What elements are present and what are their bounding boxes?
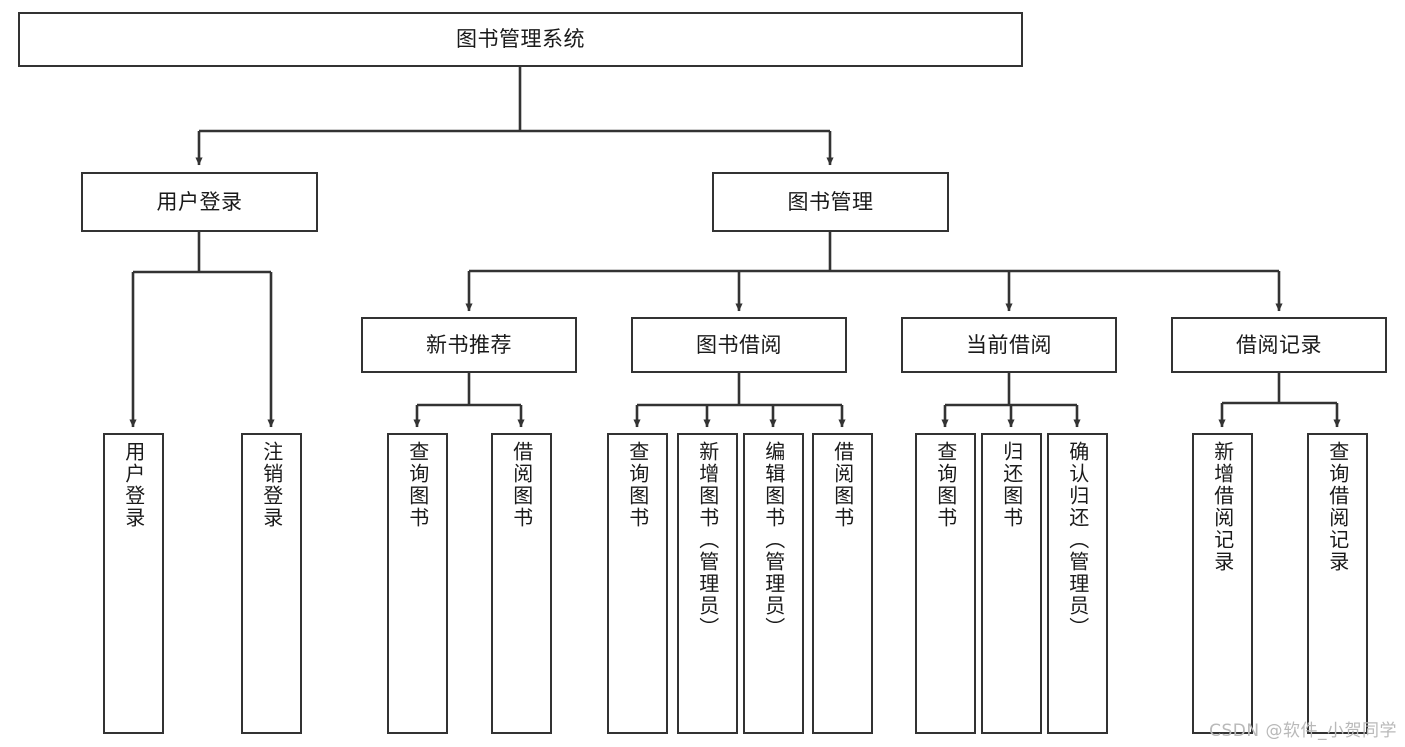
node-leaf-query-book-2[interactable]: 查询图书 xyxy=(607,433,668,734)
node-leaf-query-book-2-label: 查询图书 xyxy=(625,441,650,529)
node-book-manage-label: 图书管理 xyxy=(787,189,874,214)
node-borrow-record[interactable]: 借阅记录 xyxy=(1171,317,1387,373)
node-leaf-query-book-3[interactable]: 查询图书 xyxy=(915,433,976,734)
node-leaf-query-borrow-record[interactable]: 查询借阅记录 xyxy=(1307,433,1368,734)
node-book-borrow-label: 图书借阅 xyxy=(696,332,782,357)
node-leaf-return-book[interactable]: 归还图书 xyxy=(981,433,1042,734)
node-leaf-add-book[interactable]: 新增图书（管理员） xyxy=(677,433,738,734)
node-book-manage[interactable]: 图书管理 xyxy=(712,172,949,232)
node-current-borrow[interactable]: 当前借阅 xyxy=(901,317,1117,373)
node-leaf-add-borrow-record[interactable]: 新增借阅记录 xyxy=(1192,433,1253,734)
node-leaf-borrow-book-1-label: 借阅图书 xyxy=(509,441,534,529)
node-leaf-edit-book-label: 编辑图书（管理员） xyxy=(761,441,786,639)
node-root-label: 图书管理系统 xyxy=(456,27,585,52)
node-leaf-user-login-label: 用户登录 xyxy=(121,441,146,529)
node-leaf-query-book-3-label: 查询图书 xyxy=(933,441,958,529)
node-leaf-user-logout[interactable]: 注销登录 xyxy=(241,433,302,734)
node-borrow-record-label: 借阅记录 xyxy=(1236,332,1322,357)
node-leaf-query-book-1[interactable]: 查询图书 xyxy=(387,433,448,734)
node-leaf-borrow-book-2-label: 借阅图书 xyxy=(830,441,855,529)
watermark-text: CSDN @软件_小贺同学 xyxy=(1209,721,1397,741)
node-leaf-add-book-label: 新增图书（管理员） xyxy=(695,441,720,639)
node-user-login-label: 用户登录 xyxy=(156,189,243,214)
node-leaf-add-borrow-record-label: 新增借阅记录 xyxy=(1210,441,1235,573)
node-leaf-confirm-return-label: 确认归还（管理员） xyxy=(1065,441,1090,639)
node-root[interactable]: 图书管理系统 xyxy=(18,12,1023,67)
node-leaf-user-logout-label: 注销登录 xyxy=(259,441,284,529)
node-leaf-confirm-return[interactable]: 确认归还（管理员） xyxy=(1047,433,1108,734)
node-leaf-borrow-book-2[interactable]: 借阅图书 xyxy=(812,433,873,734)
node-new-book-recommend-label: 新书推荐 xyxy=(426,332,512,357)
node-leaf-query-borrow-record-label: 查询借阅记录 xyxy=(1325,441,1350,573)
node-leaf-edit-book[interactable]: 编辑图书（管理员） xyxy=(743,433,804,734)
node-leaf-borrow-book-1[interactable]: 借阅图书 xyxy=(491,433,552,734)
node-leaf-query-book-1-label: 查询图书 xyxy=(405,441,430,529)
node-user-login[interactable]: 用户登录 xyxy=(81,172,318,232)
node-leaf-return-book-label: 归还图书 xyxy=(999,441,1024,529)
node-leaf-user-login[interactable]: 用户登录 xyxy=(103,433,164,734)
node-book-borrow[interactable]: 图书借阅 xyxy=(631,317,847,373)
node-current-borrow-label: 当前借阅 xyxy=(966,332,1052,357)
node-new-book-recommend[interactable]: 新书推荐 xyxy=(361,317,577,373)
